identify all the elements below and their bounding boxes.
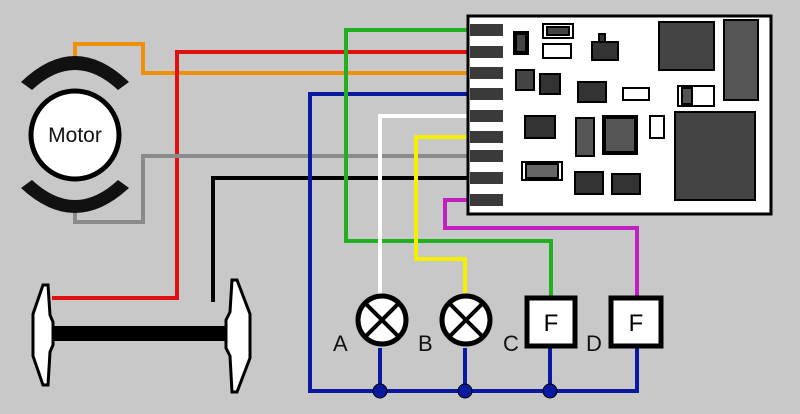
output-c-label: C bbox=[503, 331, 519, 356]
output-b: B bbox=[418, 293, 493, 356]
gray-wire bbox=[73, 154, 475, 224]
function-box-d bbox=[608, 295, 664, 349]
function-box-c bbox=[524, 295, 578, 349]
blue-wire bbox=[308, 92, 639, 393]
function-box-c-text: F bbox=[544, 310, 559, 337]
red-wire bbox=[52, 50, 475, 300]
output-b-label: B bbox=[418, 331, 433, 356]
output-d-label: D bbox=[586, 331, 602, 356]
decoder-components bbox=[513, 19, 759, 201]
junction-dot-c bbox=[542, 383, 558, 399]
green-wire bbox=[344, 28, 553, 298]
motor-label: Motor bbox=[48, 124, 102, 147]
wheel-axle bbox=[40, 326, 240, 341]
wheelset bbox=[31, 278, 252, 394]
function-box-d-text: F bbox=[629, 310, 644, 337]
output-a-label: A bbox=[333, 331, 348, 356]
decoder-board bbox=[466, 14, 773, 216]
right-wheel bbox=[224, 278, 252, 394]
motor-body bbox=[28, 88, 122, 182]
junction-dot-b bbox=[457, 383, 473, 399]
motor-lower-brush bbox=[21, 180, 129, 213]
white-wire bbox=[378, 114, 475, 294]
output-c: F C bbox=[503, 295, 578, 356]
motor: Motor bbox=[21, 56, 129, 213]
yellow-wire bbox=[414, 135, 475, 294]
junction-dot-a bbox=[372, 383, 388, 399]
output-a: A bbox=[333, 293, 409, 356]
orange-wire bbox=[73, 42, 475, 75]
decoder-pins bbox=[470, 24, 503, 206]
left-wheel bbox=[31, 283, 55, 387]
output-d: F D bbox=[586, 295, 664, 356]
purple-wire bbox=[443, 198, 639, 296]
motor-upper-brush bbox=[21, 56, 129, 90]
